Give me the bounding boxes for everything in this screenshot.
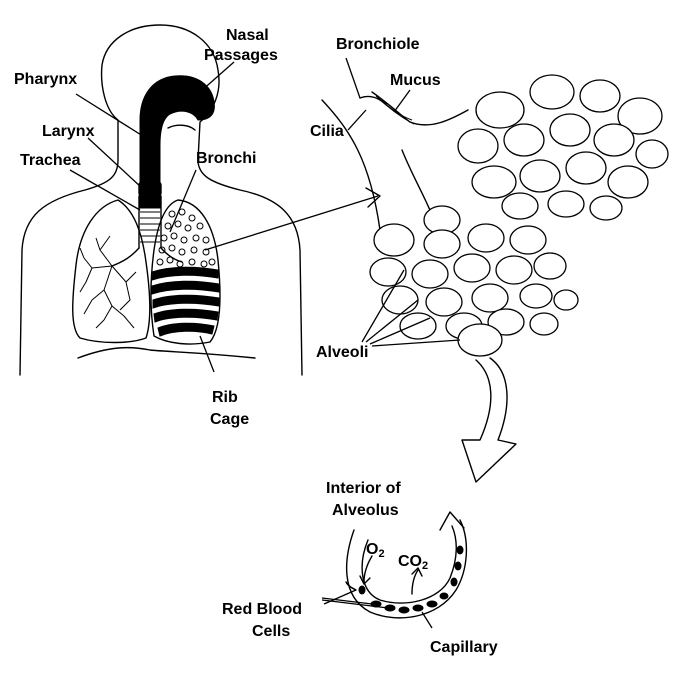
co2-sub: 2 (422, 560, 428, 572)
body-outline (19, 24, 303, 376)
right-lung (150, 199, 221, 345)
co2-arrow (411, 569, 419, 595)
red-blood-cells (358, 545, 464, 614)
diaphragm-line (77, 346, 256, 359)
upper-alveoli-cluster (457, 74, 669, 221)
label-pharynx: Pharynx (14, 71, 77, 88)
bronchiole-illustration (321, 74, 669, 357)
label-co2: CO2 (398, 553, 428, 572)
labels: Nasal Passages Pharynx Larynx Trachea Br… (14, 27, 498, 656)
label-nasal-passages: Nasal (226, 27, 269, 44)
o2-base: O (366, 541, 378, 558)
capillary-outer (346, 519, 468, 619)
label-larynx: Larynx (42, 123, 95, 140)
label-o2: O2 (366, 541, 385, 560)
zoom-arrow (204, 187, 381, 251)
capillary-inner (361, 525, 457, 604)
torso-leaders (69, 61, 235, 373)
torso-illustration (19, 24, 303, 376)
curved-arrow (461, 357, 517, 483)
alveolus-interior (345, 511, 468, 619)
label-alveoli: Alveoli (316, 344, 368, 361)
label-bronchi: Bronchi (196, 150, 256, 167)
label-red-blood-cells-2: Cells (252, 623, 290, 640)
label-interior-of-alveolus-2: Alveolus (332, 502, 399, 519)
o2-sub: 2 (378, 548, 384, 560)
label-trachea: Trachea (20, 152, 81, 169)
o2-arrow (363, 555, 373, 583)
label-rib-cage-2: Cage (210, 411, 249, 428)
bottom-leaders (321, 589, 433, 629)
mouth-cavity (167, 124, 196, 131)
lower-alveoli-cluster (369, 205, 579, 357)
label-red-blood-cells: Red Blood (222, 601, 302, 618)
label-capillary: Capillary (430, 639, 498, 656)
label-interior-of-alveolus: Interior of (326, 480, 401, 497)
co2-base: CO (398, 553, 422, 570)
label-bronchiole: Bronchiole (336, 36, 420, 53)
label-mucus: Mucus (390, 72, 441, 89)
nasal-passages (139, 75, 215, 209)
label-cilia: Cilia (310, 123, 344, 140)
left-lung (72, 199, 151, 344)
bronchiole-leaders (345, 57, 461, 347)
label-nasal-passages-2: Passages (204, 47, 278, 64)
label-rib-cage: Rib (212, 389, 238, 406)
